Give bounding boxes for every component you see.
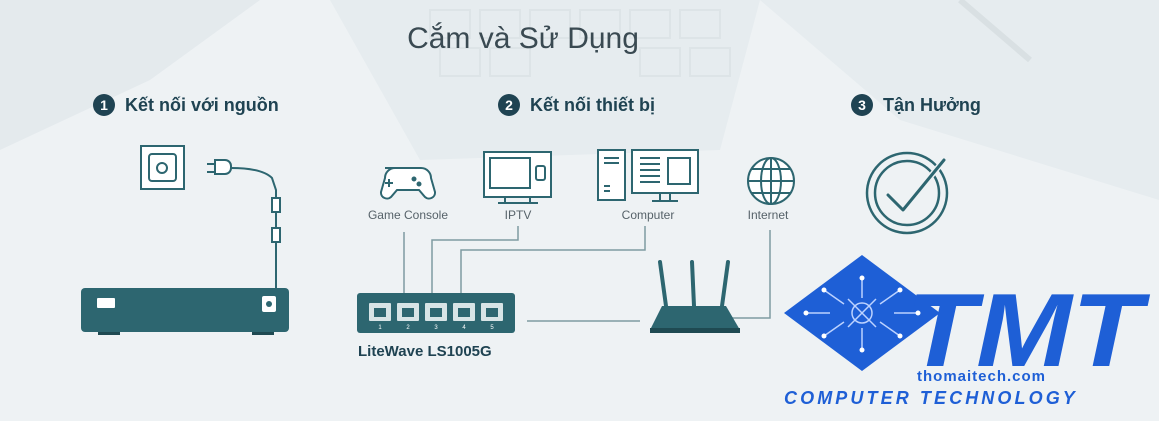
watermark-tagline: COMPUTER TECHNOLOGY bbox=[784, 388, 1078, 408]
switch-port-number: 1 bbox=[378, 325, 382, 331]
internet-label: Internet bbox=[747, 208, 789, 222]
switch-model-label: LiteWave LS1005G bbox=[358, 343, 492, 360]
step-3: 3 Tận Hưởng bbox=[851, 92, 981, 118]
tmt-logo-text: TMT bbox=[906, 273, 1150, 389]
internet-globe-icon bbox=[747, 157, 795, 205]
game-console-icon bbox=[380, 167, 436, 200]
watermark-website: thomaitech.com bbox=[917, 368, 1047, 385]
step-label: Tận Hưởng bbox=[883, 94, 981, 115]
step-2: 2 Kết nối thiết bị bbox=[498, 92, 655, 118]
step-label: Kết nối thiết bị bbox=[530, 94, 655, 115]
computer-label: Computer bbox=[621, 208, 675, 222]
tmt-watermark-logo: TMT bbox=[784, 255, 1150, 389]
switch-device-icon: 1 2 3 4 5 bbox=[357, 293, 515, 333]
step-label: Kết nối với nguồn bbox=[125, 94, 279, 115]
step-number-badge: 1 bbox=[93, 94, 115, 116]
power-device-icon bbox=[81, 288, 289, 335]
switch-port-number: 2 bbox=[406, 325, 410, 331]
computer-icon bbox=[597, 149, 699, 202]
power-cable-icon bbox=[207, 159, 281, 292]
wall-outlet-icon bbox=[140, 145, 185, 190]
step-number-badge: 3 bbox=[851, 94, 873, 116]
game-console-label: Game Console bbox=[367, 208, 449, 222]
step-number-badge: 2 bbox=[498, 94, 520, 116]
iptv-label: IPTV bbox=[504, 208, 532, 222]
page-title: Cắm và Sử Dụng bbox=[407, 22, 639, 55]
checkmark-badge-icon bbox=[865, 151, 949, 235]
step-1: 1 Kết nối với nguồn bbox=[93, 92, 279, 118]
switch-port-number: 4 bbox=[462, 325, 466, 331]
switch-port-number: 5 bbox=[490, 325, 494, 331]
connection-lines bbox=[403, 226, 771, 322]
iptv-icon bbox=[483, 151, 552, 204]
router-icon bbox=[650, 260, 740, 333]
switch-port-number: 3 bbox=[434, 325, 438, 331]
